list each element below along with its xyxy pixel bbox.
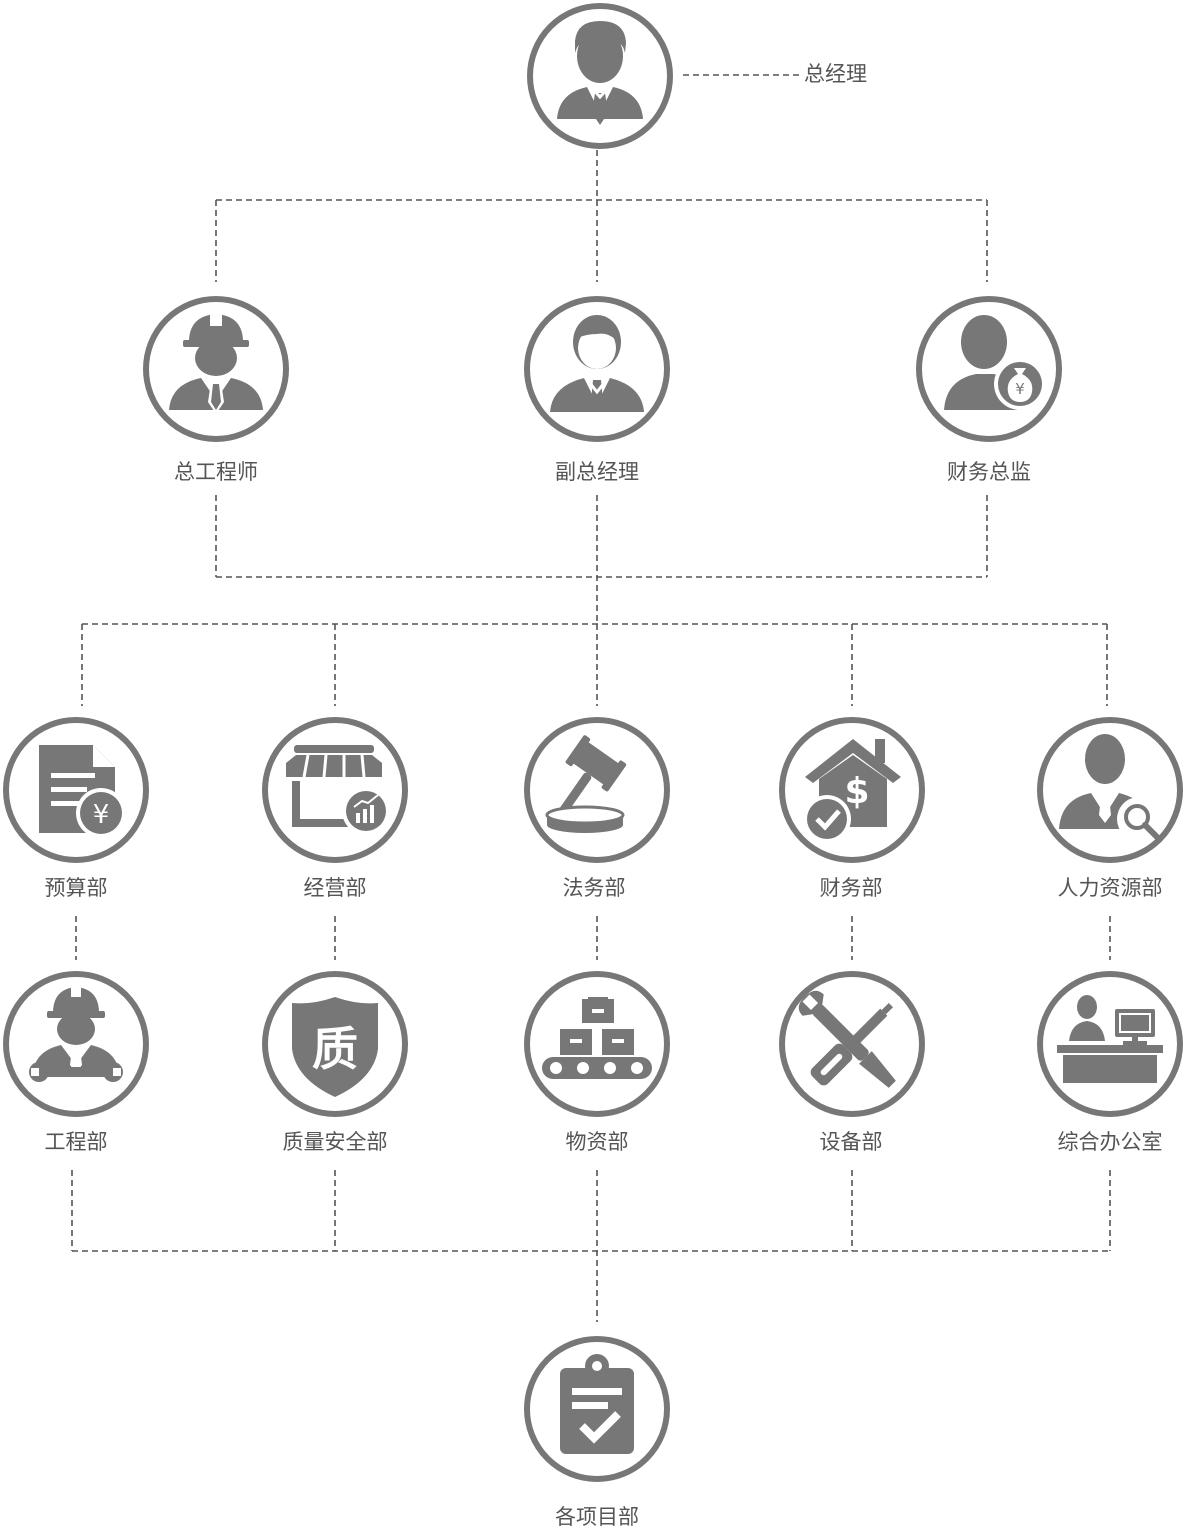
label-deputy-manager: 副总经理	[555, 461, 639, 484]
node-legal[interactable]	[522, 715, 672, 865]
node-quality[interactable]: 质	[260, 969, 410, 1119]
label-cfo: 财务总监	[947, 461, 1031, 484]
label-hr: 人力资源部	[1057, 877, 1163, 900]
label-legal: 法务部	[562, 877, 626, 900]
node-projects[interactable]	[522, 1334, 672, 1484]
node-cfo[interactable]: ¥	[914, 294, 1064, 444]
node-finance[interactable]: $	[777, 715, 927, 865]
node-office[interactable]	[1035, 969, 1185, 1119]
businessman-icon	[527, 3, 673, 149]
engineer-icon	[143, 296, 289, 442]
worker-wrench-icon	[3, 971, 149, 1117]
node-business[interactable]	[260, 715, 410, 865]
node-budget[interactable]: ¥	[1, 715, 151, 865]
shield-icon: 质	[262, 971, 408, 1117]
label-materials: 物资部	[565, 1131, 629, 1154]
label-engineering: 工程部	[44, 1131, 108, 1154]
document-yuan-icon: ¥	[3, 717, 149, 863]
node-deputy-manager[interactable]	[522, 294, 672, 444]
person-search-icon	[1037, 717, 1183, 863]
svg-text:¥: ¥	[1015, 380, 1025, 398]
label-chief-engineer: 总工程师	[174, 461, 258, 484]
label-quality: 质量安全部	[282, 1131, 388, 1154]
node-chief-engineer[interactable]	[141, 294, 291, 444]
manager-icon	[524, 296, 670, 442]
label-business: 经营部	[303, 877, 367, 900]
label-equipment: 设备部	[819, 1131, 883, 1154]
tools-icon	[779, 971, 925, 1117]
node-materials[interactable]	[522, 969, 672, 1119]
node-ceo[interactable]	[525, 1, 675, 151]
reception-desk-icon	[1037, 971, 1183, 1117]
label-finance: 财务部	[819, 877, 883, 900]
conveyor-boxes-icon	[524, 971, 670, 1117]
node-equipment[interactable]	[777, 969, 927, 1119]
quality-glyph: 质	[312, 1022, 358, 1076]
label-office: 综合办公室	[1057, 1131, 1163, 1154]
gavel-icon	[524, 717, 670, 863]
label-budget: 预算部	[44, 877, 108, 900]
house-dollar-icon: $	[779, 717, 925, 863]
svg-text:$: $	[844, 771, 869, 812]
node-hr[interactable]	[1035, 715, 1185, 865]
clipboard-check-icon	[524, 1336, 670, 1482]
money-bag-person-icon: ¥	[916, 296, 1062, 442]
store-chart-icon	[262, 717, 408, 863]
label-projects: 各项目部	[555, 1506, 639, 1529]
node-engineering[interactable]	[1, 969, 151, 1119]
svg-text:¥: ¥	[93, 800, 110, 830]
label-ceo: 总经理	[804, 63, 867, 86]
